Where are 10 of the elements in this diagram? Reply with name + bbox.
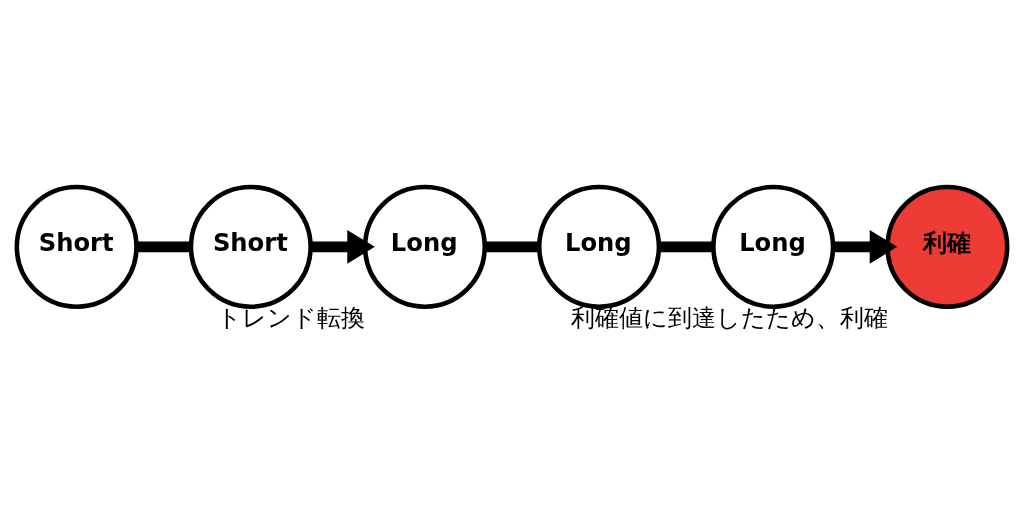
node-circle: Short bbox=[188, 184, 313, 309]
arrow bbox=[833, 230, 898, 264]
connector bbox=[136, 241, 191, 253]
node-circle: Long bbox=[362, 184, 487, 309]
node-circle: 利確 bbox=[885, 184, 1010, 309]
arrow bbox=[310, 230, 375, 264]
connector bbox=[659, 241, 713, 253]
node-circle: Long bbox=[711, 184, 836, 309]
node-circle: Short bbox=[14, 184, 139, 309]
connector bbox=[484, 241, 539, 253]
